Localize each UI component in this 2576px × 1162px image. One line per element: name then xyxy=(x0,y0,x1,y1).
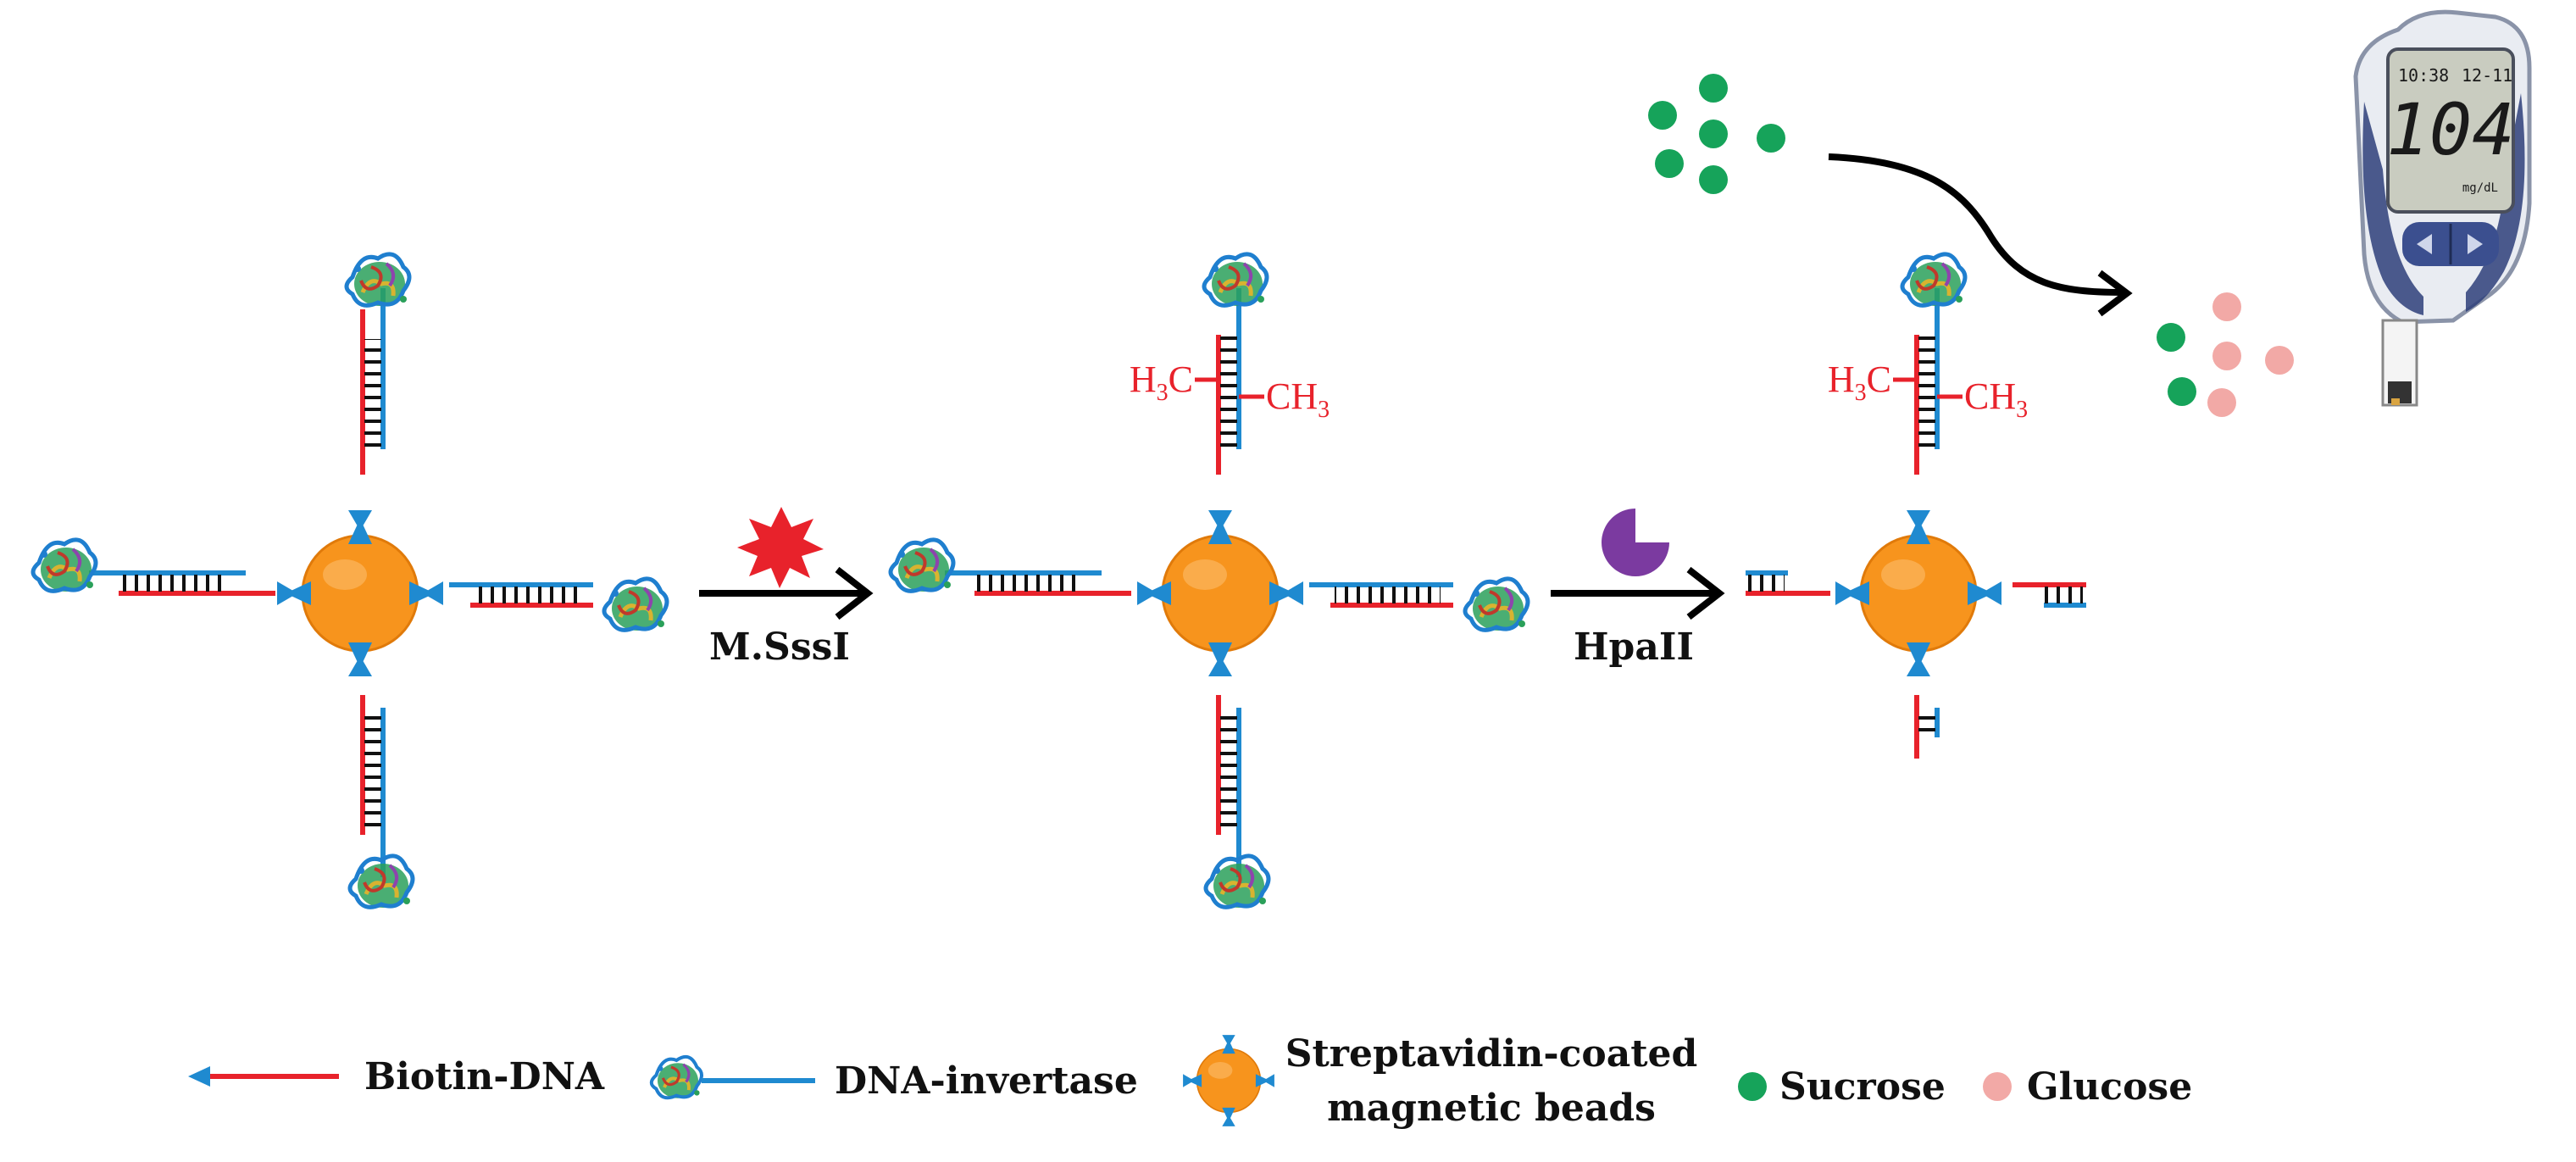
meter-time: 10:38 xyxy=(2398,65,2449,86)
methyl-group-right: CH3 xyxy=(1266,375,1330,423)
legend-beads: Streptavidin-coated magnetic beads xyxy=(1182,1032,1698,1130)
svg-text:Streptavidin-coated: Streptavidin-coated xyxy=(1285,1032,1698,1076)
legend-dna-invertase: DNA-invertase xyxy=(652,1057,1138,1103)
legend: Biotin-DNA DNA-invertase Streptavidin-co… xyxy=(188,1032,2192,1130)
methylation-step: M.SssI xyxy=(699,507,874,669)
methyl-group-left: H3C xyxy=(1130,359,1193,406)
svg-text:Sucrose: Sucrose xyxy=(1779,1065,1946,1109)
svg-text:DNA-invertase: DNA-invertase xyxy=(835,1059,1138,1103)
legend-sucrose: Sucrose xyxy=(1738,1065,1946,1109)
methylation-enzyme-label: M.SssI xyxy=(709,625,850,669)
methyltransferase-icon xyxy=(737,507,824,588)
test-strip xyxy=(2381,319,2418,407)
construct-2: H3C CH3 xyxy=(891,254,1528,908)
construct-3: H3C CH3 xyxy=(1746,254,2086,759)
construct-1 xyxy=(33,254,667,908)
product-cluster xyxy=(2157,292,2294,417)
sucrose-cluster xyxy=(1648,74,1785,194)
methyl-group-right-2: CH3 xyxy=(1964,375,2028,423)
restriction-step: HpaII xyxy=(1551,509,1725,669)
meter-reading: 104 xyxy=(2386,88,2515,171)
meter-unit: mg/dL xyxy=(2462,181,2498,195)
hpaii-enzyme-icon xyxy=(1602,509,1669,576)
methyl-group-left-2: H3C xyxy=(1828,359,1891,406)
conversion-arrow xyxy=(1828,153,2124,296)
restriction-enzyme-label: HpaII xyxy=(1574,625,1694,669)
legend-biotin-dna: Biotin-DNA xyxy=(188,1055,605,1098)
glucose-meter: 10:38 12-11 104 mg/dL xyxy=(2353,9,2532,407)
legend-glucose: Glucose xyxy=(1983,1065,2192,1109)
svg-text:Glucose: Glucose xyxy=(2027,1065,2192,1109)
svg-text:Biotin-DNA: Biotin-DNA xyxy=(364,1055,605,1098)
meter-date: 12-11 xyxy=(2462,65,2512,86)
svg-text:magnetic beads: magnetic beads xyxy=(1327,1087,1656,1130)
meter-buttons xyxy=(2402,222,2499,266)
